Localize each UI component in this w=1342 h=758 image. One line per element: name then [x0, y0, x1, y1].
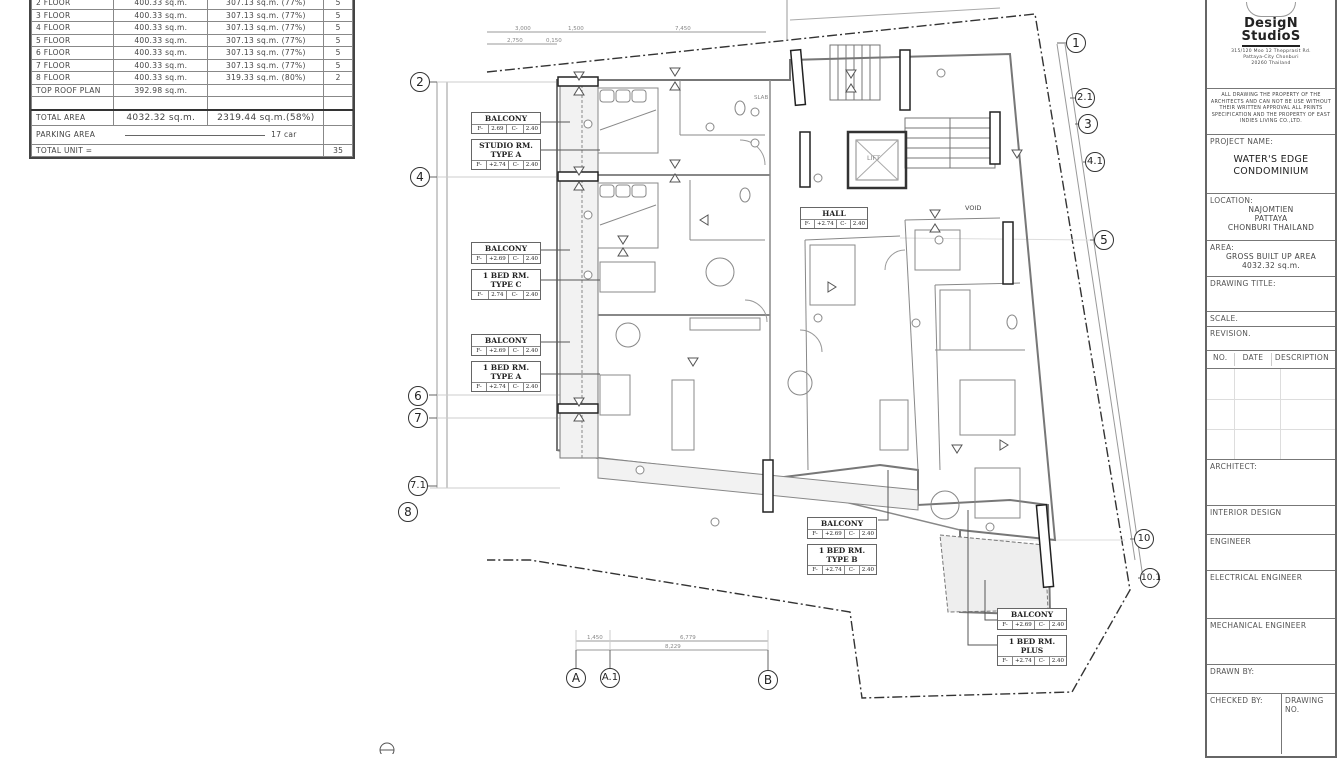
svg-text:LIFT: LIFT: [867, 154, 880, 162]
logo-text-1: DesigN: [1244, 16, 1298, 31]
checked-by-cell: CHECKED BY:: [1207, 694, 1282, 754]
logo-icon: [1246, 2, 1296, 17]
drawing-title-cell: DRAWING TITLE:: [1207, 277, 1335, 312]
grid-bubble-8: 8: [398, 502, 418, 522]
location-cell: LOCATION: NAJOMTIEN PATTAYA CHONBURI THA…: [1207, 194, 1335, 241]
grid-bubble-10-1: 10.1: [1140, 568, 1161, 588]
logo-text-2: StudioS: [1241, 29, 1301, 44]
grid-bubble-6: 6: [408, 386, 428, 406]
svg-text:0,150: 0,150: [546, 38, 562, 44]
grid-bubble-3: 3: [1078, 114, 1098, 134]
grid-bubble-a: A: [566, 668, 586, 688]
grid-bubble-5: 5: [1094, 230, 1114, 250]
svg-text:1,500: 1,500: [568, 26, 584, 32]
electrical-engineer-cell: ELECTRICAL ENGINEER: [1207, 571, 1335, 619]
revision-cell: REVISION.: [1207, 327, 1335, 351]
copyright-note: ALL DRAWING THE PROPERTY OF THE ARCHITEC…: [1207, 89, 1335, 135]
total-area-row: TOTAL AREA 4032.32 sq.m. 2319.44 sq.m.(5…: [30, 108, 353, 126]
svg-text:6,779: 6,779: [680, 635, 696, 641]
grid-bubble-2: 2: [410, 72, 430, 92]
grid-bubble-b: B: [758, 670, 778, 690]
grid-bubble-2-1: 2.1: [1075, 88, 1095, 108]
interior-design-cell: INTERIOR DESIGN: [1207, 506, 1335, 535]
dim-top-1: 3,000: [515, 26, 531, 32]
grid-bubble-4: 4: [410, 167, 430, 187]
grid-bubble-4-1: 4.1: [1085, 152, 1105, 172]
svg-text:8,229: 8,229: [665, 644, 681, 650]
grid-bubble-10: 10: [1134, 529, 1154, 549]
svg-text:SLAB: SLAB: [754, 95, 768, 101]
firm-logo-block: DesigN StudioS 315/120 Moo 12 Thepprasit…: [1207, 0, 1335, 89]
mechanical-engineer-cell: MECHANICAL ENGINEER: [1207, 619, 1335, 665]
revision-header: NO. DATE DESCRIPTION: [1207, 351, 1335, 369]
grid-bubble-a-1: A.1: [600, 668, 620, 688]
svg-text:7,450: 7,450: [675, 26, 691, 32]
grid-bubble-7-1: 7.1: [408, 476, 428, 496]
svg-text:1,450: 1,450: [587, 635, 603, 641]
project-name-cell: PROJECT NAME: WATER'S EDGE CONDOMINIUM: [1207, 135, 1335, 194]
table-row-blank: [30, 96, 353, 110]
drawn-by-cell: DRAWN BY:: [1207, 665, 1335, 694]
title-block: DesigN StudioS 315/120 Moo 12 Thepprasit…: [1205, 0, 1337, 758]
svg-text:2,750: 2,750: [507, 38, 523, 44]
checked-by-row: CHECKED BY: DRAWING NO.: [1207, 694, 1335, 754]
engineer-cell: ENGINEER: [1207, 535, 1335, 571]
svg-text:VOID: VOID: [965, 204, 981, 212]
drawing-no-cell: DRAWING NO.: [1285, 696, 1324, 714]
grid-bubble-7: 7: [408, 408, 428, 428]
architect-cell: ARCHITECT:: [1207, 460, 1335, 506]
revision-table-body: [1207, 369, 1335, 460]
area-cell: AREA: GROSS BUILT UP AREA 4032.32 sq.m.: [1207, 241, 1335, 277]
grid-bubble-1: 1: [1066, 33, 1086, 53]
total-unit-row: TOTAL UNIT = 35: [30, 143, 353, 157]
scale-cell: SCALE.: [1207, 312, 1335, 327]
